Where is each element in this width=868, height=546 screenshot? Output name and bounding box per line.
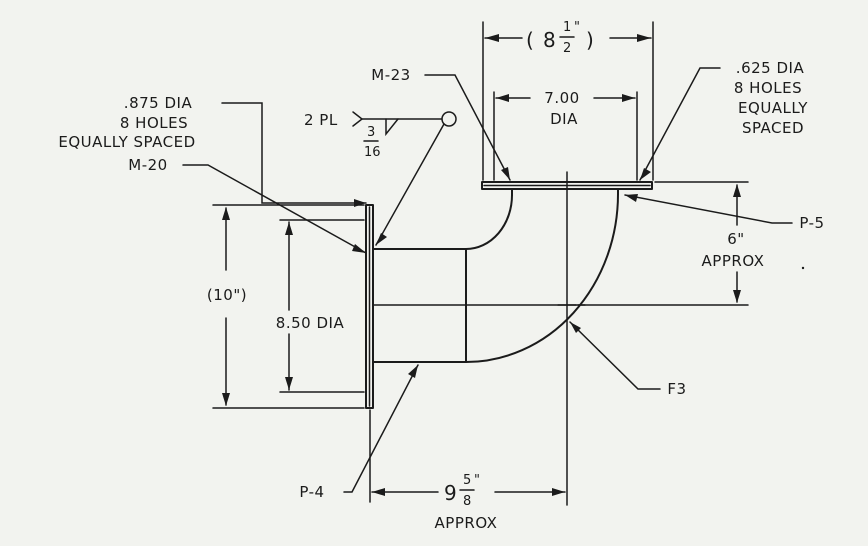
callout-left-holes-line2: 8 HOLES [120,114,188,132]
callout-p5-label: P-5 [799,214,824,232]
dimension-top-whole: 8 [543,28,556,52]
dimension-left-overall-value: (10") [207,286,247,304]
dimension-rise-label: APPROX [702,252,765,270]
callout-right-holes-line3: EQUALLY [738,99,808,117]
dimension-left-overall: (10") [207,204,365,409]
callout-m23: M-23 [371,66,511,181]
dimension-top-num: 1 [563,20,571,35]
dimension-top-den: 2 [563,41,571,56]
dimension-top-open-paren: ( [526,28,534,52]
elbow-fitting-f3 [465,189,619,363]
dimension-bottom-whole: 9 [444,481,457,505]
dimension-top-close-paren: ) [586,28,594,52]
callout-left-flange-holes: .875 DIA 8 HOLES EQUALLY SPACED [58,94,367,207]
dimension-left-dia: 8.50 DIA [276,219,365,393]
elbow-assembly-geometry [365,171,653,506]
left-flange-m20 [365,204,374,409]
callout-p4: P-4 [299,364,419,501]
dimension-top-dia: 7.00 DIA [493,89,638,181]
callout-p4-label: P-4 [299,483,324,501]
callout-m23-label: M-23 [371,66,410,84]
center-lines [372,171,586,506]
weld-symbol-size-den: 16 [364,145,381,160]
callout-right-holes-line2: 8 HOLES [734,79,802,97]
weld-symbol: 2 PL 3 16 [304,111,457,246]
weld-symbol-count: 2 PL [304,111,338,129]
dimension-left-dia-value: 8.50 DIA [276,314,345,332]
callout-f3-label: F3 [667,380,686,398]
dimension-rise: 6" APPROX [577,181,765,306]
dimension-top-dia-label: DIA [550,110,578,128]
weld-symbol-size-num: 3 [367,125,375,140]
scan-speck [801,266,805,270]
callout-left-holes-line3: EQUALLY SPACED [58,133,195,151]
callout-f3: F3 [569,321,686,398]
dimension-top-dia-value: 7.00 [544,89,579,107]
callout-right-holes-line4: SPACED [742,119,804,137]
dimension-bottom-den: 8 [463,494,471,509]
callout-right-flange-holes: .625 DIA 8 HOLES EQUALLY SPACED [639,59,808,181]
callout-m20-label: M-20 [128,156,167,174]
dimension-bottom-label: APPROX [435,514,498,532]
dimension-rise-value: 6" [727,230,744,248]
dimension-bottom-inch: " [474,473,480,488]
callout-m20: M-20 [128,156,367,254]
dimension-top-overall: ( 8 1 " 2 ) [482,20,654,181]
dimension-bottom-num: 5 [463,473,471,488]
dimension-bottom: 9 5 " 8 APPROX [369,409,566,532]
callout-right-holes-line1: .625 DIA [736,59,805,77]
callout-left-holes-line1: .875 DIA [124,94,193,112]
dimension-top-inch: " [574,20,580,35]
callout-p5: P-5 [624,194,824,232]
